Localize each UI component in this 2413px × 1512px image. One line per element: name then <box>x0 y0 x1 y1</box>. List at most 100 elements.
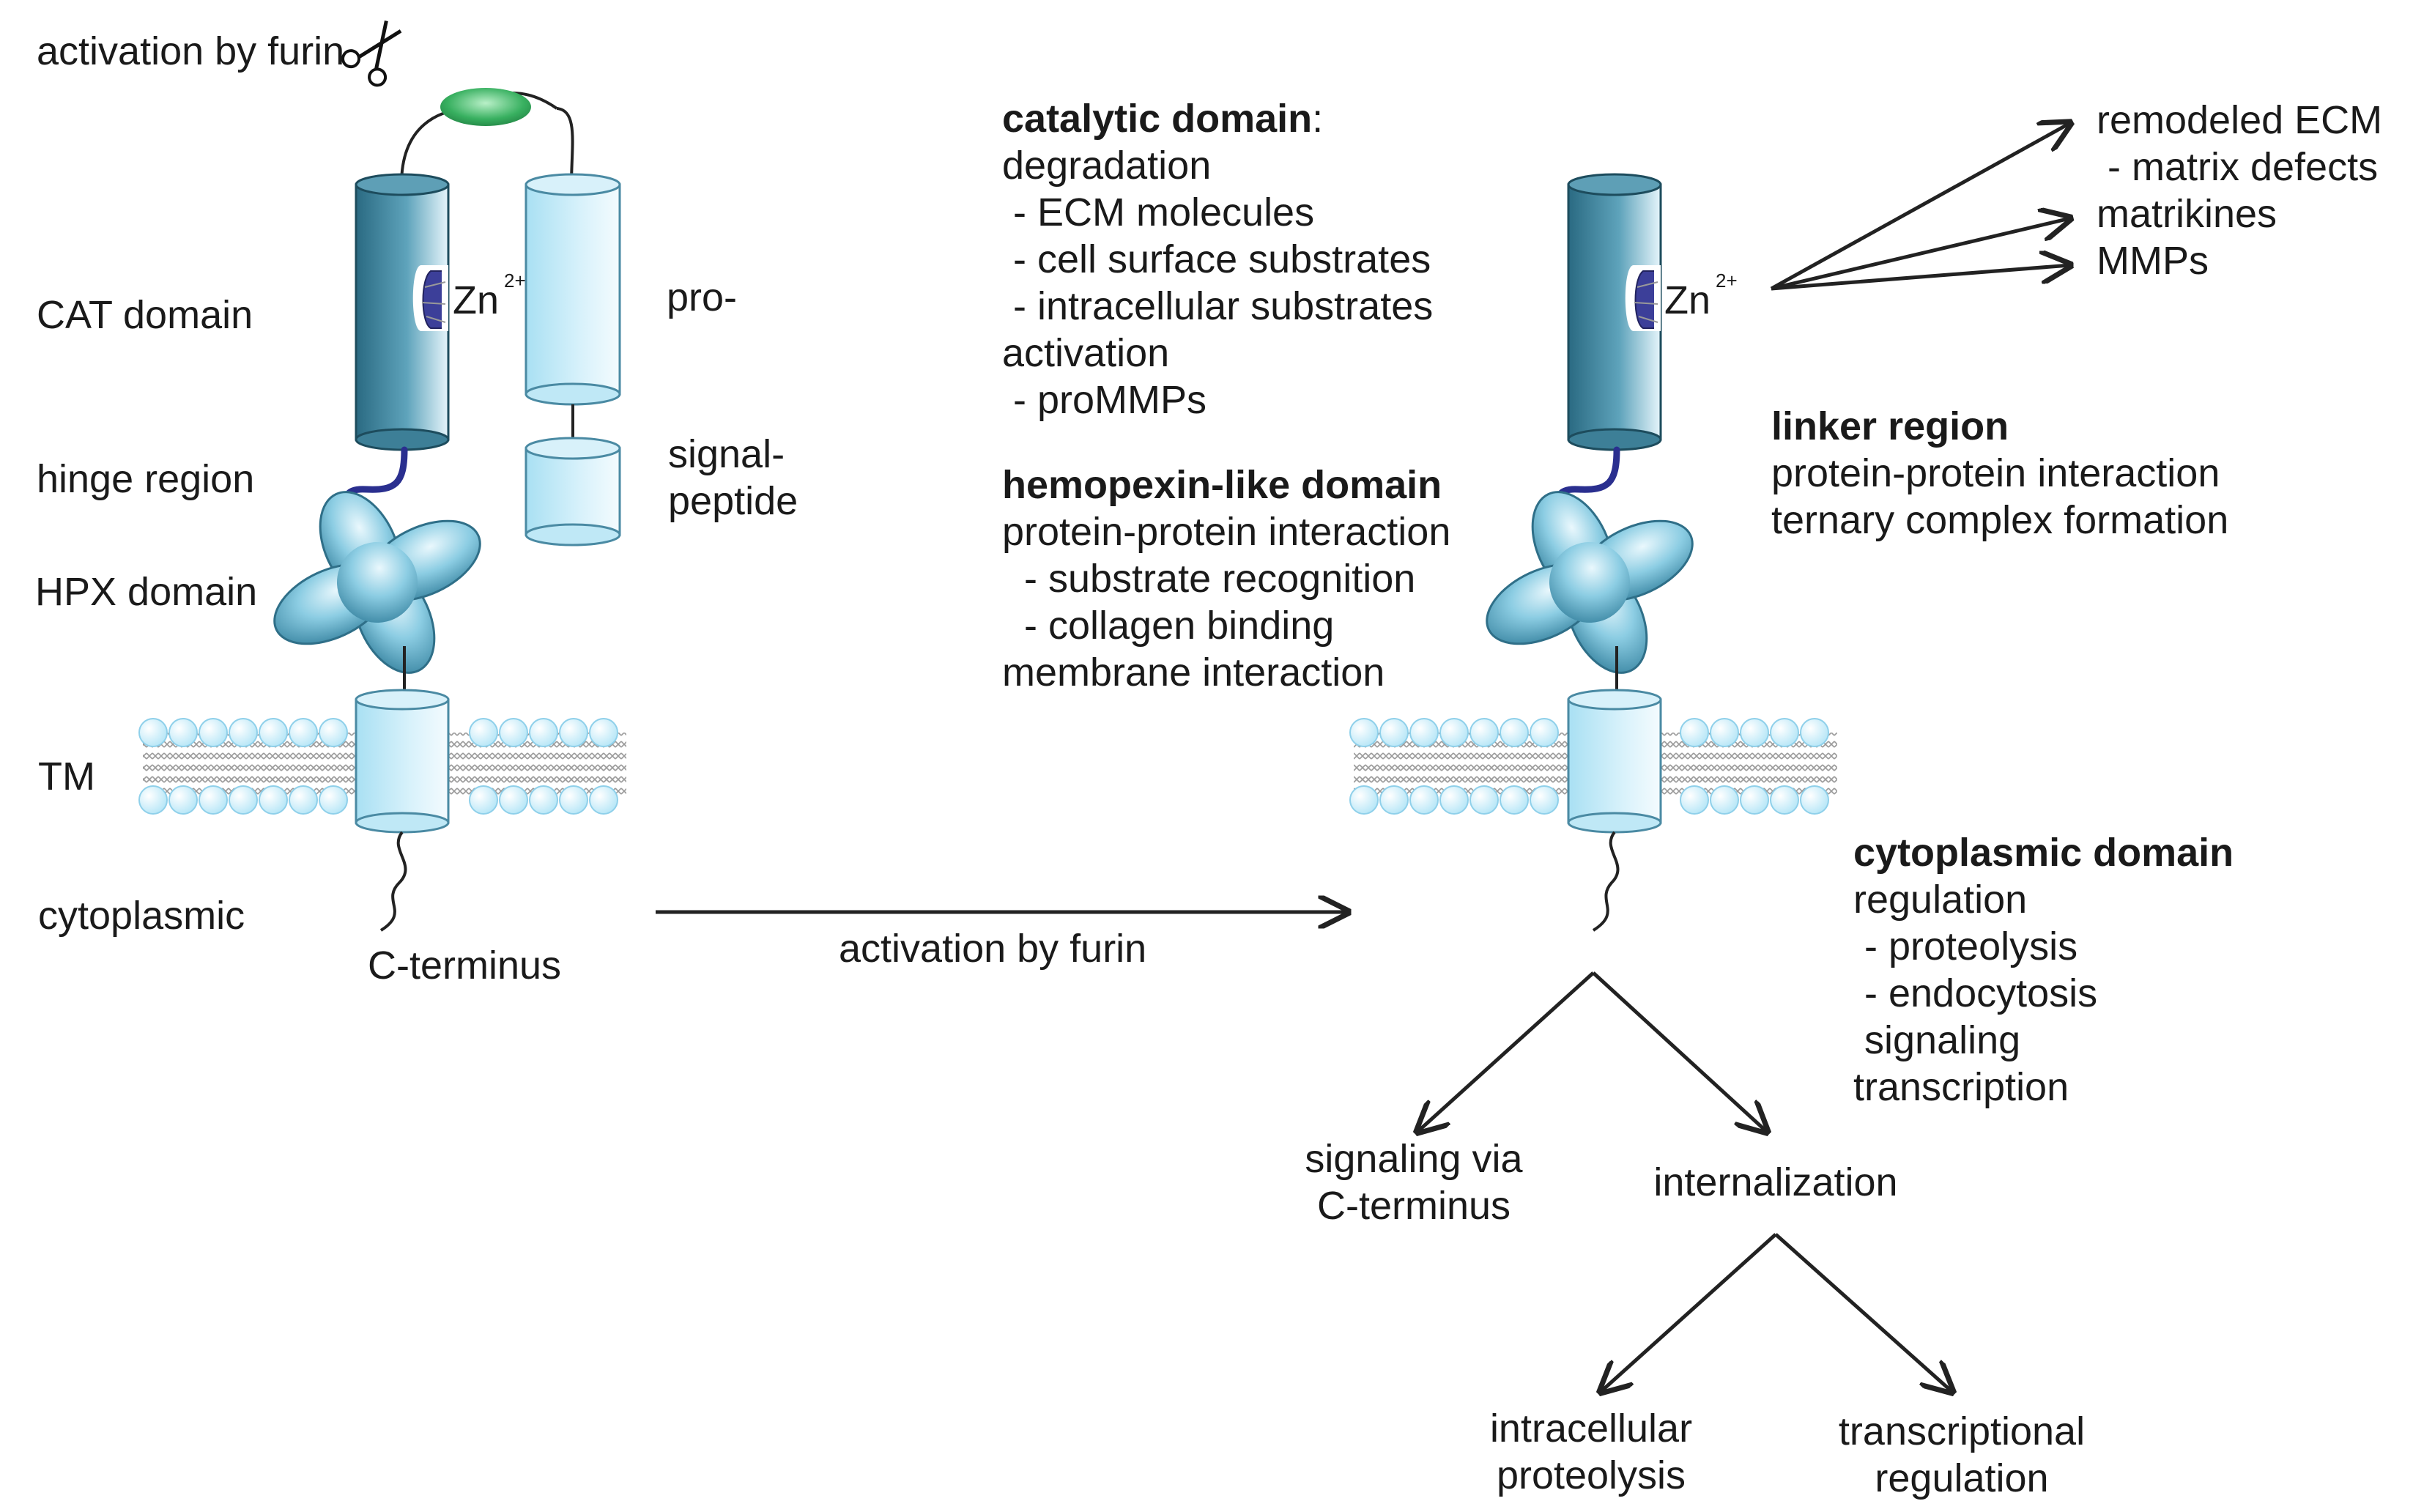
signaling-label: signaling via <box>1305 1137 1523 1181</box>
arrow-to-matrikines <box>1771 218 2070 291</box>
cytoplasmic-tail-active <box>1592 831 1620 932</box>
lipid-head <box>529 718 558 747</box>
lipid-head <box>138 785 168 815</box>
pro-enzyme: Zn 2+ <box>273 21 621 932</box>
proteolysis-label: proteolysis <box>1497 1453 1686 1497</box>
lipid-head <box>1469 718 1499 747</box>
active-enzyme: Zn 2+ <box>1486 173 1738 932</box>
lipid-head <box>499 785 528 815</box>
hemopexin-title: hemopexin-like domain <box>1002 463 1442 507</box>
zn-label-right: Zn <box>1664 278 1710 322</box>
lipid-head <box>199 785 228 815</box>
zn-superscript-right: 2+ <box>1716 270 1738 292</box>
lipid-head <box>559 785 588 815</box>
lipid-head <box>1500 718 1529 747</box>
lipid-head <box>1439 785 1469 815</box>
lipid-head <box>229 718 258 747</box>
linker-line: protein-protein interaction <box>1771 451 2220 495</box>
hpx-domain-active <box>1486 491 1694 674</box>
lipid-head <box>1740 785 1769 815</box>
hemopexin-line: - collagen binding <box>1002 604 1334 648</box>
lipid-head <box>1349 785 1379 815</box>
tm-cylinder <box>355 689 450 834</box>
arrow-to-internalization <box>1592 971 1767 1132</box>
lipid-head <box>289 718 318 747</box>
lipid-head <box>289 785 318 815</box>
pro-domain-cylinder <box>525 173 621 406</box>
output-matrix-defects: - matrix defects <box>2097 145 2378 189</box>
tm-cylinder-active <box>1567 689 1662 834</box>
lipid-head <box>559 718 588 747</box>
zn-superscript-left: 2+ <box>504 270 526 292</box>
hpx-domain-label: HPX domain <box>35 570 257 614</box>
lipid-head <box>1439 718 1469 747</box>
lipid-head <box>1500 785 1529 815</box>
c-terminus-label: C-terminus <box>368 944 561 987</box>
lipid-head <box>1800 785 1829 815</box>
lipid-head <box>259 718 288 747</box>
hemopexin-line: - substrate recognition <box>1002 557 1415 601</box>
lipid-head <box>1740 718 1769 747</box>
lipid-head <box>469 785 498 815</box>
internalization-label: internalization <box>1653 1160 1897 1204</box>
hemopexin-domain-text: hemopexin-like domain protein-protein in… <box>1002 463 1450 694</box>
lipid-head <box>1710 718 1739 747</box>
lipid-head <box>168 785 198 815</box>
tm-label: TM <box>38 755 95 798</box>
lipid-head <box>1680 785 1709 815</box>
cat-domain-cylinder <box>355 173 450 451</box>
lipid-head <box>469 718 498 747</box>
lipid-head <box>1349 718 1379 747</box>
cytoplasmic-line: signaling <box>1853 1018 2020 1062</box>
lipid-head <box>1770 718 1799 747</box>
lipid-head <box>499 718 528 747</box>
linker-region-title: linker region <box>1771 404 2009 448</box>
cytoplasmic-line: transcription <box>1853 1065 2069 1109</box>
output-remodeled-ecm: remodeled ECM <box>2097 98 2382 142</box>
lipid-head <box>319 785 348 815</box>
hinge-region-label: hinge region <box>37 457 254 501</box>
cytoplasmic-label: cytoplasmic <box>38 894 245 938</box>
cytoplasmic-line: - endocytosis <box>1853 971 2097 1015</box>
lipid-head <box>1530 718 1559 747</box>
zn-label-left: Zn <box>453 278 499 322</box>
cytoplasmic-tail <box>379 831 407 932</box>
signal-peptide-cylinder <box>525 437 621 546</box>
activation-arrow-label: activation by furin <box>839 927 1146 971</box>
furin-activation-label: activation by furin <box>37 29 344 73</box>
svg-text:catalytic domain:: catalytic domain: <box>1002 97 1323 141</box>
catalytic-line: - ECM molecules <box>1002 190 1314 234</box>
pro-label: pro- <box>667 275 737 319</box>
catalytic-line: activation <box>1002 331 1169 375</box>
scissors-icon <box>341 21 402 87</box>
lipid-head <box>1770 785 1799 815</box>
hemopexin-line: protein-protein interaction <box>1002 510 1450 554</box>
catalytic-domain-text: catalytic domain: degradation - ECM mole… <box>1002 97 1433 422</box>
lipid-head <box>1469 785 1499 815</box>
catalytic-line: degradation <box>1002 144 1211 188</box>
catalytic-domain-title: catalytic domain <box>1002 97 1312 141</box>
arrow-to-remodeled-ecm <box>1770 123 2070 291</box>
lipid-head <box>589 785 618 815</box>
lipid-head <box>168 718 198 747</box>
cytoplasmic-line: - proteolysis <box>1853 924 2077 968</box>
cytoplasmic-line: regulation <box>1853 878 2027 922</box>
catalytic-domain-colon: : <box>1312 97 1323 141</box>
signaling-label: C-terminus <box>1317 1184 1511 1228</box>
catalytic-line: - proMMPs <box>1002 378 1206 422</box>
arrow-to-mmps <box>1771 265 2070 291</box>
hemopexin-line: membrane interaction <box>1002 651 1385 694</box>
lipid-head <box>229 785 258 815</box>
arrow-to-signaling <box>1417 971 1595 1132</box>
lipid-head <box>319 718 348 747</box>
lipid-head <box>1710 785 1739 815</box>
peptide-label: peptide <box>668 479 798 523</box>
linker-line: ternary complex formation <box>1771 498 2228 542</box>
intracellular-label: intracellular <box>1490 1407 1692 1450</box>
output-mmps: MMPs <box>2097 239 2209 283</box>
lipid-head <box>1409 785 1439 815</box>
lipid-head <box>259 785 288 815</box>
lipid-head <box>1800 718 1829 747</box>
